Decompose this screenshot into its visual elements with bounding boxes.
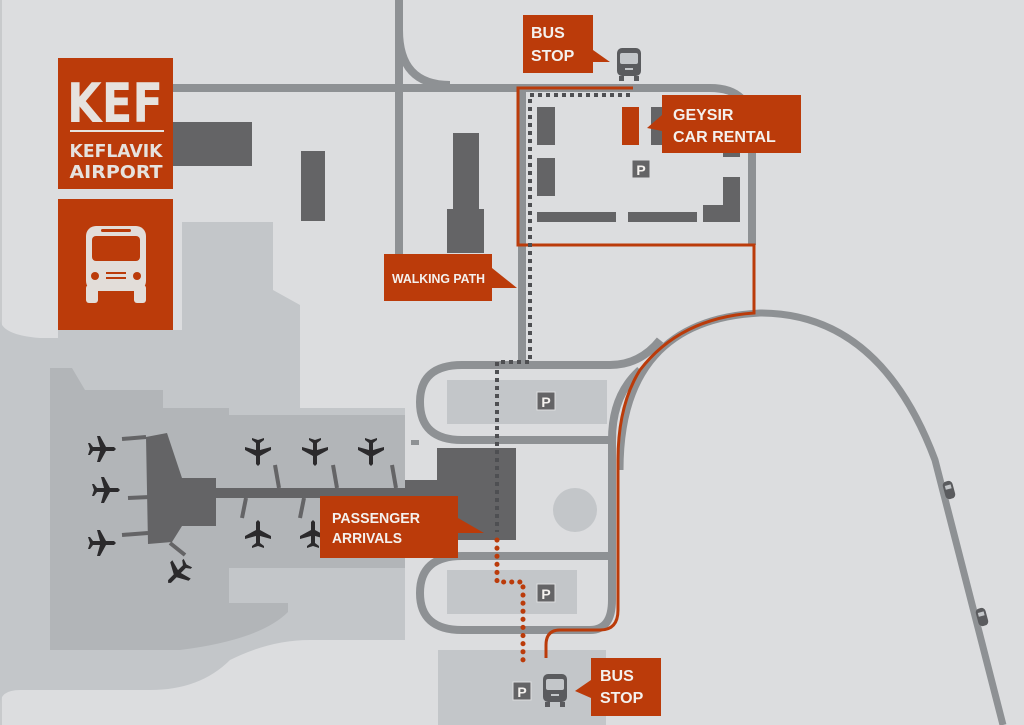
jet-bridges <box>121 435 398 557</box>
parking-area-upper <box>447 380 607 424</box>
bus-stop-south-line1: BUS <box>600 668 634 685</box>
parking-marker: P <box>536 391 556 411</box>
walking-route <box>494 93 630 663</box>
parking-area-lower <box>447 570 577 614</box>
callout-walking-path: WALKING PATH <box>384 254 517 301</box>
parking-marker: P <box>536 583 556 603</box>
road-lower-loop <box>415 367 643 634</box>
bus-front-icon <box>86 226 146 303</box>
callout-bus-stop-north: BUS STOP <box>523 15 610 73</box>
driving-route <box>516 86 756 658</box>
logo-name-line1: KEFLAVIK <box>70 141 164 162</box>
geysir-line1: GEYSIR <box>673 107 734 124</box>
kef-logo: KEF KEFLAVIK AIRPORT <box>58 58 173 189</box>
walking-path-label: WALKING PATH <box>392 271 485 286</box>
callout-geysir-car-rental: GEYSIR CAR RENTAL <box>647 95 801 153</box>
logo-code: KEF <box>67 72 163 135</box>
callout-bus-stop-south: BUS STOP <box>575 658 661 716</box>
road-upper-loop <box>415 361 610 444</box>
road-highway <box>616 309 1007 725</box>
bus-stop-north-line2: STOP <box>531 48 575 65</box>
parking-label: P <box>517 684 526 700</box>
logo-name-line2: AIRPORT <box>70 162 164 183</box>
parking-marker: P <box>631 159 651 179</box>
bus-stop-south-line2: STOP <box>600 690 644 707</box>
bus-stop-north-line1: BUS <box>531 25 565 42</box>
parking-label: P <box>636 162 645 178</box>
passenger-arrivals-line1: PASSENGER <box>332 510 420 527</box>
geysir-line2: CAR RENTAL <box>673 129 776 146</box>
parking-label: P <box>541 586 550 602</box>
passenger-arrivals-line2: ARRIVALS <box>332 530 402 547</box>
road-upper-loop-right <box>609 337 664 369</box>
callout-passenger-arrivals: PASSENGER ARRIVALS <box>320 496 484 558</box>
roundabout <box>553 488 597 532</box>
parking-marker: P <box>512 681 532 701</box>
parking-label: P <box>541 394 550 410</box>
geysir-car-rental-building <box>622 107 639 145</box>
bus-service-badge <box>58 199 173 330</box>
terminal-pier <box>146 433 437 544</box>
